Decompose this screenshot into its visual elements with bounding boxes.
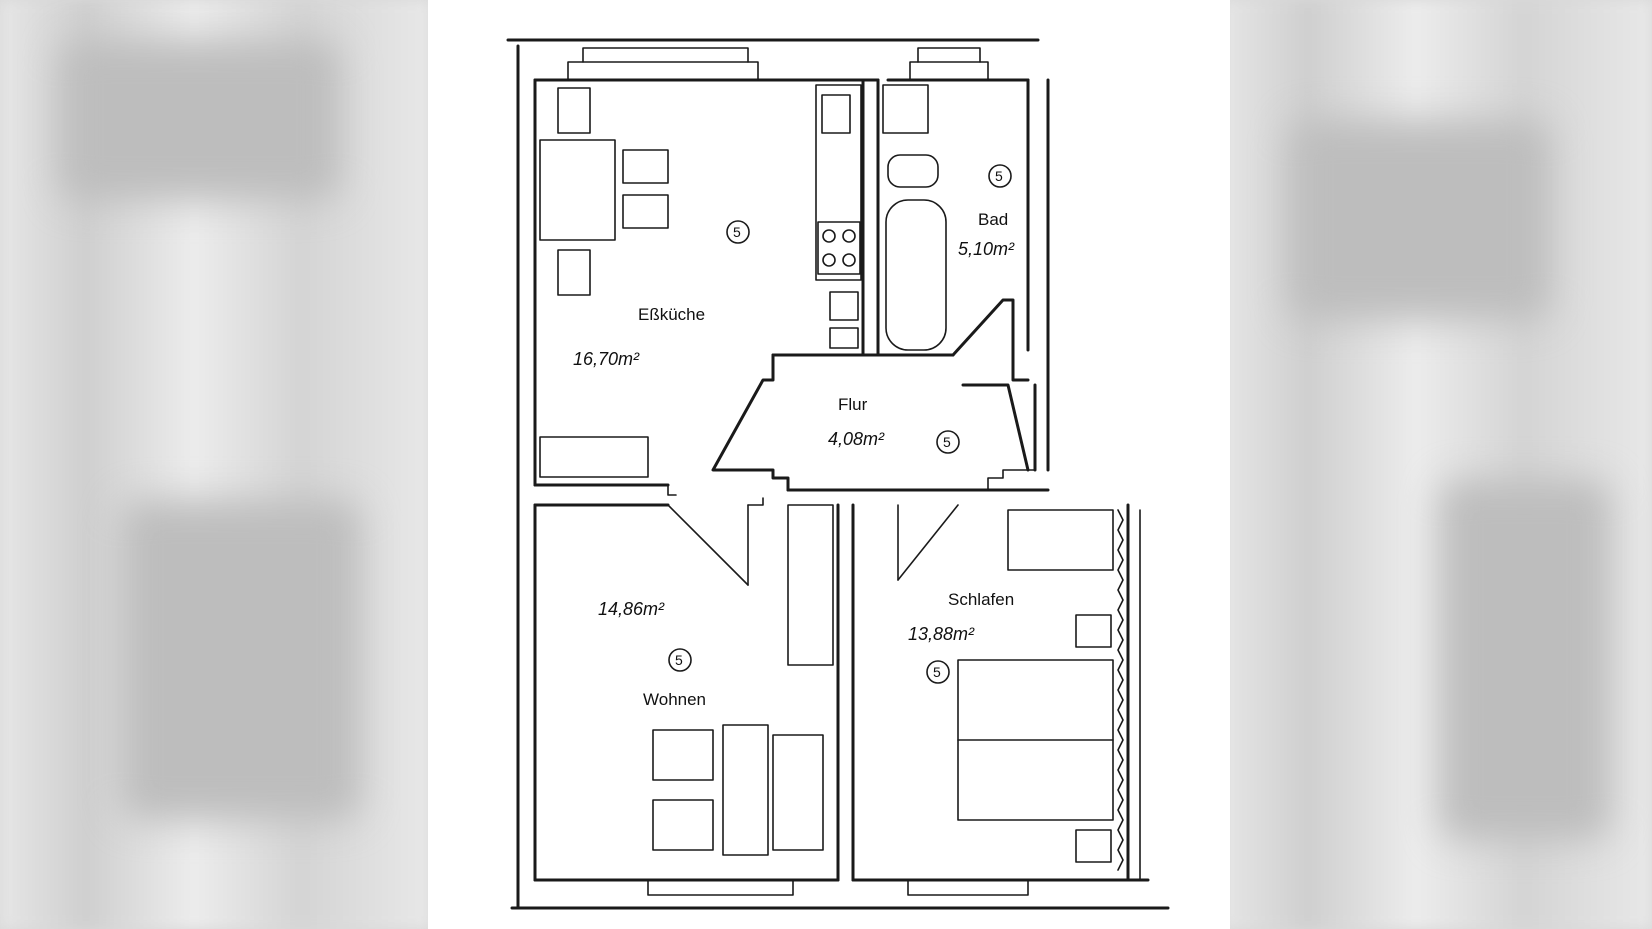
hall-right-diagonal xyxy=(961,383,1030,472)
room-marker-bath: 5 xyxy=(995,168,1003,184)
kitchen-chair xyxy=(557,87,591,134)
living-cabinet xyxy=(787,504,834,666)
room-name-living: Wohnen xyxy=(643,690,706,709)
kitchen-table xyxy=(539,139,616,241)
floor-plan: Eßküche 16,70m² 5 Bad 5,10m² 5 Flur 4,08… xyxy=(506,38,1170,910)
floor-plan-sheet: Eßküche 16,70m² 5 Bad 5,10m² 5 Flur 4,08… xyxy=(428,0,1230,929)
blur-shape xyxy=(120,500,360,820)
room-area-bedroom: 13,88m² xyxy=(908,624,975,644)
wardrobe xyxy=(1007,509,1114,571)
sink xyxy=(821,94,851,134)
kitchen-window xyxy=(567,61,759,81)
bath-window xyxy=(909,61,989,81)
bedroom-door-swing xyxy=(897,504,959,581)
bathtub xyxy=(885,199,947,351)
armchair xyxy=(652,729,714,781)
burner-icon xyxy=(822,253,836,267)
sofa xyxy=(722,724,769,856)
hall-right-jamb xyxy=(987,469,1036,491)
room-area-bath: 5,10m² xyxy=(958,239,1015,259)
living-window xyxy=(647,879,794,896)
blur-shape xyxy=(1440,480,1610,840)
living-door-jamb xyxy=(747,497,764,506)
blur-shape xyxy=(1290,120,1550,320)
room-marker-hall: 5 xyxy=(943,434,951,450)
marker-circle xyxy=(726,220,750,244)
bedroom-window xyxy=(907,879,1029,896)
kitchen-chair xyxy=(622,194,669,229)
room-marker-kitchen: 5 xyxy=(733,224,741,240)
coffee-table xyxy=(772,734,824,851)
room-name-bath: Bad xyxy=(978,210,1008,229)
kitchen-window-sill xyxy=(582,47,749,63)
burner-icon xyxy=(822,229,836,243)
fridge xyxy=(829,291,859,321)
room-area-living: 14,86m² xyxy=(598,599,665,619)
kitchen-counter xyxy=(539,436,649,478)
bath-door xyxy=(951,298,1030,382)
cabinet xyxy=(829,327,859,349)
marker-circle xyxy=(926,660,950,684)
radiator xyxy=(1117,509,1124,871)
room-name-hall: Flur xyxy=(838,395,868,414)
kitchen-door-jamb xyxy=(667,484,677,496)
nightstand xyxy=(1075,614,1112,648)
armchair xyxy=(652,799,714,851)
room-area-hall: 4,08m² xyxy=(828,429,885,449)
marker-circle xyxy=(668,648,692,672)
room-name-kitchen: Eßküche xyxy=(638,305,705,324)
room-marker-bedroom: 5 xyxy=(933,664,941,680)
room-marker-living: 5 xyxy=(675,652,683,668)
marker-circle xyxy=(988,164,1012,188)
kitchen-unit xyxy=(815,84,862,281)
blur-shape xyxy=(60,40,340,200)
stove xyxy=(817,221,861,275)
marker-circle xyxy=(936,430,960,454)
nightstand xyxy=(1075,829,1112,863)
room-area-kitchen: 16,70m² xyxy=(573,349,640,369)
bath-window-sill xyxy=(917,47,981,63)
kitchen-chair xyxy=(622,149,669,184)
burner-icon xyxy=(842,253,856,267)
burner-icon xyxy=(842,229,856,243)
room-name-bedroom: Schlafen xyxy=(948,590,1014,609)
bath-sink xyxy=(882,84,929,134)
toilet xyxy=(887,154,939,188)
kitchen-chair xyxy=(557,249,591,296)
hall-left-wall xyxy=(711,353,790,492)
living-door-swing xyxy=(667,504,749,586)
